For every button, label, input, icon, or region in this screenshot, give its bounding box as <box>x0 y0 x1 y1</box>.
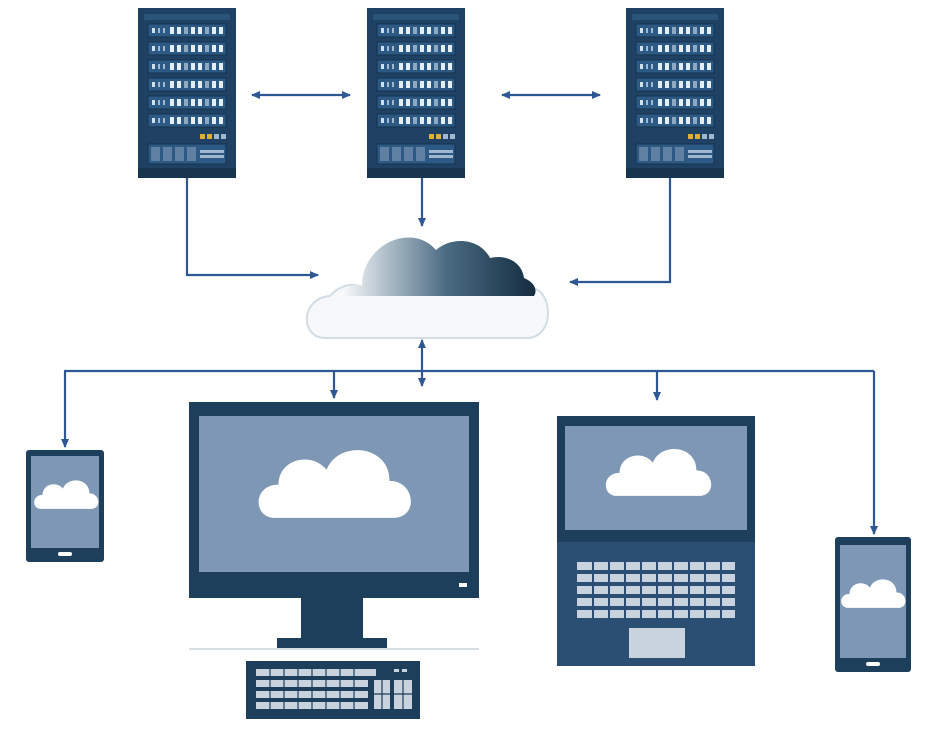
tablet-device <box>26 450 104 562</box>
desktop-device <box>189 402 479 650</box>
tablet-icon <box>26 450 104 562</box>
cloud-icon <box>305 237 549 339</box>
laptop-icon <box>557 416 755 666</box>
server-rack-2 <box>367 8 465 178</box>
edge-server1-cloud <box>185 178 319 279</box>
desktop-monitor-icon <box>189 402 479 650</box>
laptop-device <box>557 416 755 666</box>
server-rack-1 <box>138 8 236 178</box>
server-rack-icon <box>626 8 724 178</box>
server-rack-3 <box>626 8 724 178</box>
edge-server3-cloud <box>569 178 672 286</box>
server-rack-icon <box>367 8 465 178</box>
server-rack-icon <box>138 8 236 178</box>
connectors <box>61 91 878 535</box>
phone-device <box>835 537 911 672</box>
cloud-node <box>305 237 549 339</box>
keyboard-icon <box>246 661 420 719</box>
smartphone-icon <box>835 537 911 672</box>
keyboard-device <box>246 661 420 719</box>
